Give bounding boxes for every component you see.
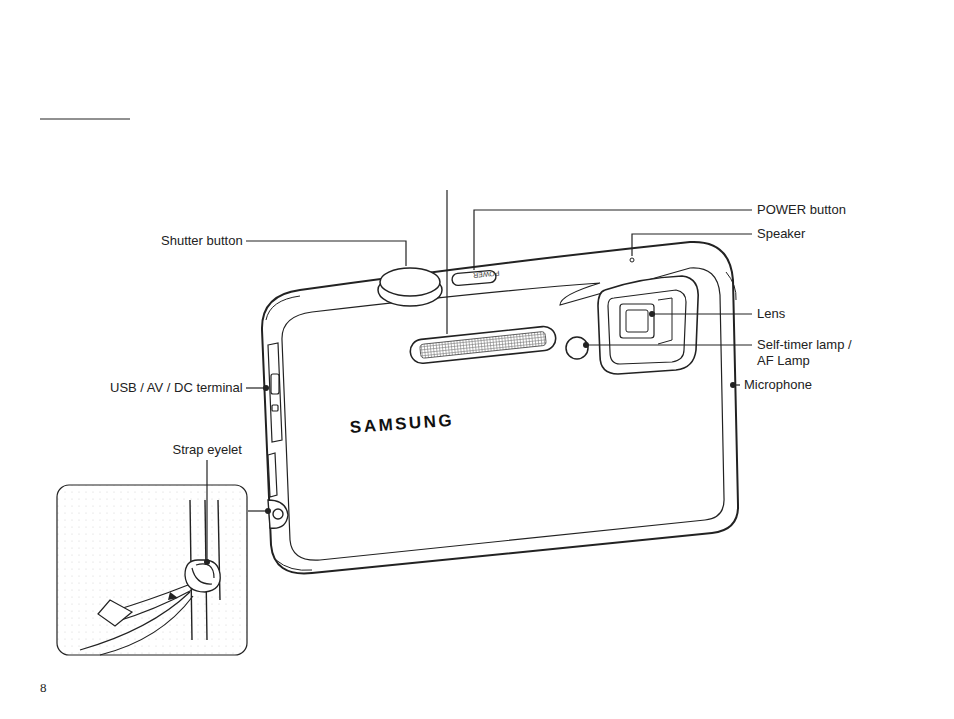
drawing-stroke	[446, 190, 447, 334]
drawing-stroke	[192, 564, 214, 584]
drawing-stroke	[380, 268, 440, 296]
drawing-stroke	[583, 342, 589, 348]
drawing-stroke	[730, 382, 736, 388]
part-label: Speaker	[757, 226, 805, 242]
drawing-stroke	[632, 234, 752, 256]
strap-inset	[57, 485, 247, 655]
drawing-stroke	[276, 560, 312, 570]
camera-body	[262, 242, 738, 574]
drawing-stroke	[658, 298, 672, 344]
drawing-stroke	[652, 313, 752, 314]
part-label: Self-timer lamp / AF Lamp	[757, 337, 869, 369]
part-label: POWER button	[757, 202, 846, 218]
drawing-stroke	[586, 344, 752, 345]
shutter-button	[378, 268, 442, 306]
drawing-stroke	[626, 310, 648, 332]
drawing-stroke	[273, 509, 283, 519]
header-rule	[40, 119, 130, 120]
part-label: Strap eyelet	[173, 442, 242, 458]
drawing-stroke	[282, 268, 724, 560]
drawing-stroke	[168, 592, 178, 600]
drawing-stroke	[246, 241, 406, 266]
drawing-stroke	[265, 508, 271, 514]
part-label: Microphone	[744, 377, 812, 393]
drawing-stroke	[474, 210, 752, 270]
strap-eyelet	[268, 500, 288, 528]
self-timer-lamp	[566, 337, 588, 359]
drawing-stroke	[268, 343, 282, 442]
lens-assembly	[598, 276, 698, 374]
part-label: USB / AV / DC terminal	[110, 380, 243, 396]
drawing-stroke	[272, 405, 278, 411]
drawing-stroke	[206, 460, 207, 562]
drawing-stroke	[620, 304, 654, 338]
part-label: Shutter button	[161, 233, 243, 249]
leader-lines	[207, 190, 752, 562]
drawing-stroke	[268, 453, 277, 497]
leader-dots	[204, 342, 736, 565]
usb-door	[268, 343, 282, 497]
drawing-stroke	[57, 485, 247, 655]
drawing-stroke	[204, 559, 210, 565]
flash-window	[409, 325, 557, 364]
drawing-stroke	[266, 296, 300, 320]
drawing-stroke	[263, 385, 269, 391]
drawing-stroke	[608, 290, 686, 364]
drawing-stroke	[598, 276, 698, 374]
drawing-stroke	[271, 374, 279, 394]
drawing-stroke	[268, 500, 288, 528]
page-number: 8	[40, 680, 47, 696]
drawing-stroke	[98, 600, 132, 626]
drawing-stroke	[409, 325, 557, 364]
drawing-stroke	[726, 272, 736, 300]
speaker-hole	[630, 258, 634, 262]
drawing-stroke	[420, 331, 547, 358]
part-label: Lens	[757, 306, 785, 322]
drawing-stroke	[80, 585, 193, 655]
drawing-stroke	[262, 242, 738, 574]
drawing-stroke	[185, 560, 220, 592]
